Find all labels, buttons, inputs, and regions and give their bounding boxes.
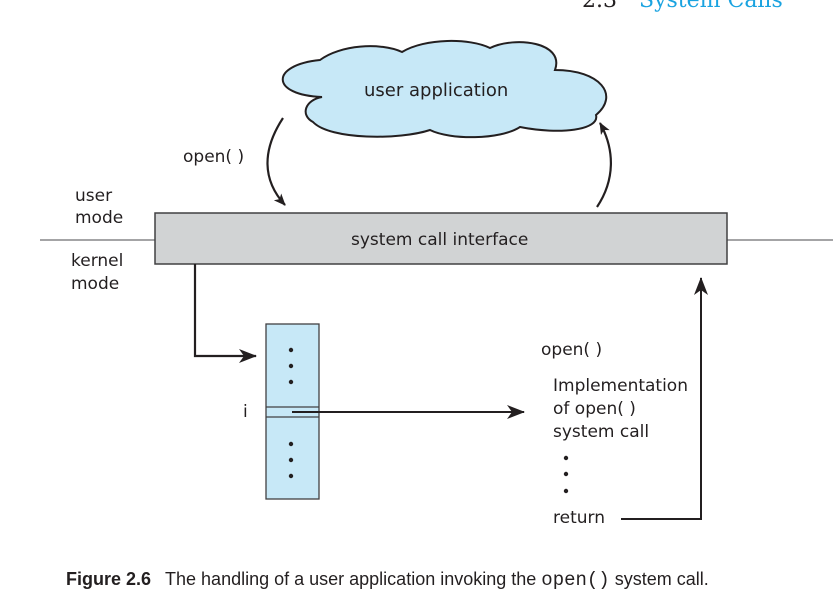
interface-label: system call interface — [351, 230, 529, 250]
implementation-dot — [563, 488, 569, 494]
return-to-app-arrow — [596, 122, 612, 208]
kernel-mode-label-line2: mode — [71, 274, 120, 294]
table-dot — [288, 441, 294, 447]
kernel-mode-label-line1: kernel — [71, 251, 124, 271]
table-dot — [288, 473, 294, 479]
implementation-dot — [563, 471, 569, 477]
caption-text-after: system call. — [609, 569, 709, 589]
user-mode-label-line1: user — [75, 186, 113, 206]
return-label: return — [553, 508, 605, 528]
figure-number: Figure 2.6 — [66, 569, 152, 589]
dispatch-arrow — [193, 264, 257, 363]
table-dot — [288, 347, 294, 353]
cloud-label: user application — [364, 80, 509, 101]
caption-code: open() — [541, 569, 610, 591]
figure-caption: Figure 2.6 The handling of a user applica… — [66, 569, 709, 591]
section-number: 2.3 — [582, 0, 617, 13]
implementation-line1: Implementation — [553, 376, 688, 396]
call-arrow — [266, 117, 286, 206]
page-header: 2.3 System Calls — [582, 0, 783, 13]
caption-text-before: The handling of a user application invok… — [165, 569, 542, 589]
table-dot — [288, 363, 294, 369]
section-title: System Calls — [639, 0, 783, 13]
user-mode-label-line2: mode — [75, 208, 124, 228]
implementation-dot — [563, 455, 569, 461]
implementation-title: open( ) — [541, 340, 603, 360]
table-dot — [288, 457, 294, 463]
table-index-label: i — [243, 402, 248, 422]
system-call-interface-box — [154, 212, 728, 265]
call-label: open( ) — [183, 147, 245, 167]
return-arrow — [621, 277, 708, 520]
implementation-line2: of open( ) — [553, 399, 636, 419]
table-dot — [288, 379, 294, 385]
implementation-line3: system call — [553, 422, 650, 442]
user-application-cloud — [281, 40, 608, 139]
